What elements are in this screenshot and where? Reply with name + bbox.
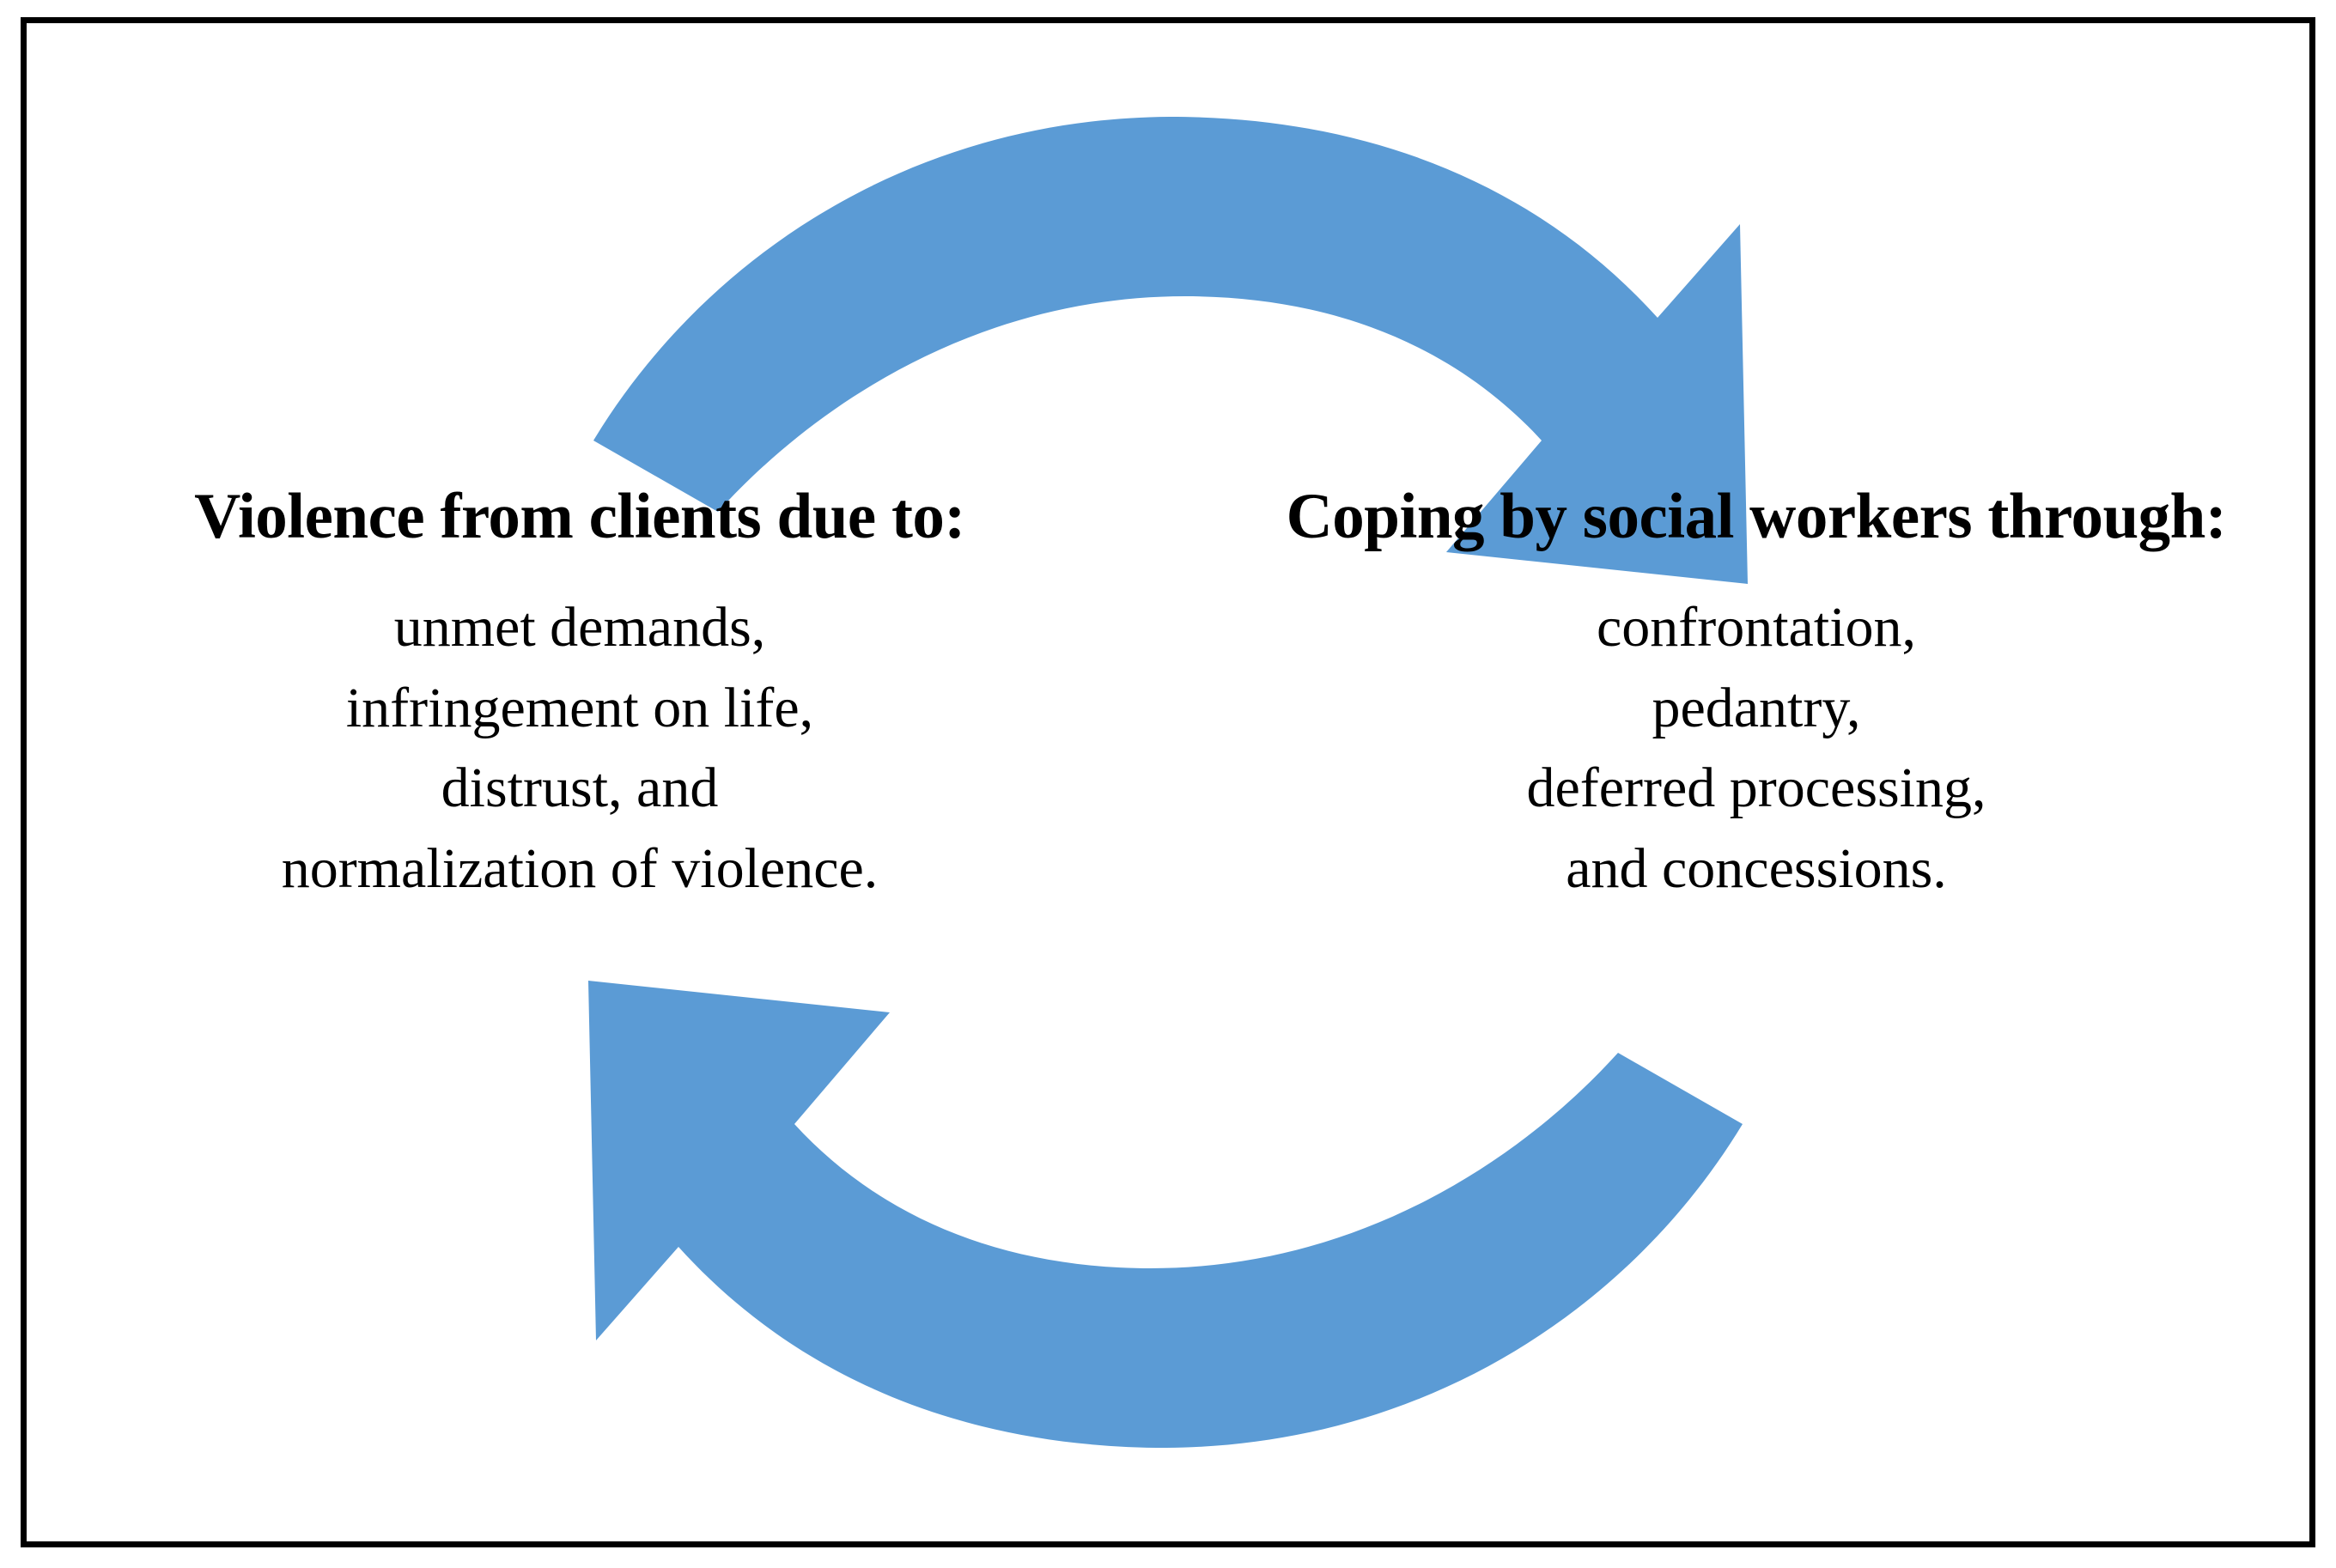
violence-node-list: unmet demands, infringement on life, dis… xyxy=(34,587,1125,909)
list-item: unmet demands, xyxy=(393,596,766,659)
list-item: confrontation, xyxy=(1596,596,1917,659)
list-item: deferred processing, xyxy=(1526,757,1986,820)
list-item: and concessions. xyxy=(1566,837,1947,901)
coping-node-list: confrontation, pedantry, deferred proces… xyxy=(1271,587,2242,909)
violence-node-heading: Violence from clients due to: xyxy=(194,481,965,552)
coping-node-heading: Coping by social workers through: xyxy=(1286,481,2227,552)
violence-node: Violence from clients due to: unmet dema… xyxy=(34,481,1125,909)
list-item: infringement on life, xyxy=(345,676,814,739)
coping-node: Coping by social workers through: confro… xyxy=(1271,481,2242,909)
list-item: pedantry, xyxy=(1652,676,1861,739)
list-item: distrust, and xyxy=(441,757,719,820)
list-item: normalization of violence. xyxy=(281,837,879,901)
